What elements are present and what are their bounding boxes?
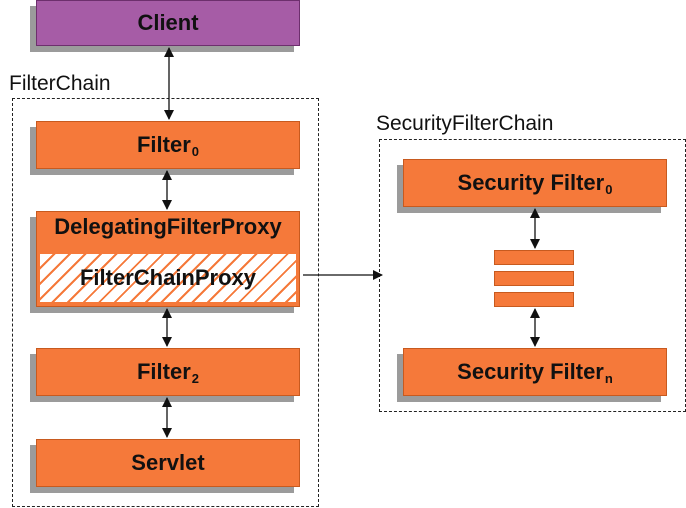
servlet-box: Servlet: [36, 439, 300, 487]
security-filtern-label: Security Filter: [457, 359, 604, 384]
filter-chain-proxy-label: FilterChainProxy: [79, 265, 257, 290]
security-filter-chain-title: SecurityFilterChain: [376, 112, 554, 135]
delegating-filter-proxy-label: DelegatingFilterProxy: [54, 214, 282, 239]
filter0-label: Filter: [136, 132, 191, 157]
security-filter0-label: Security Filter: [457, 170, 605, 195]
filter-chain-proxy-box: FilterChainProxy: [40, 254, 296, 302]
delegating-filter-proxy-box: DelegatingFilterProxy FilterChainProxy: [36, 211, 300, 307]
ellipsis-bar-1: [494, 250, 574, 265]
filter2-label: Filter: [136, 359, 191, 384]
client-label: Client: [137, 10, 199, 35]
security-filter0-subscript: 0: [605, 181, 613, 197]
security-filtern-subscript: n: [604, 370, 613, 386]
filter0-subscript: 0: [191, 143, 200, 159]
ellipsis-bar-3: [494, 292, 574, 307]
ellipsis-bar-2: [494, 271, 574, 286]
filter2-subscript: 2: [191, 370, 200, 386]
filter-chain-title: FilterChain: [9, 72, 111, 95]
servlet-label: Servlet: [131, 450, 205, 475]
client-box: Client: [36, 0, 300, 46]
